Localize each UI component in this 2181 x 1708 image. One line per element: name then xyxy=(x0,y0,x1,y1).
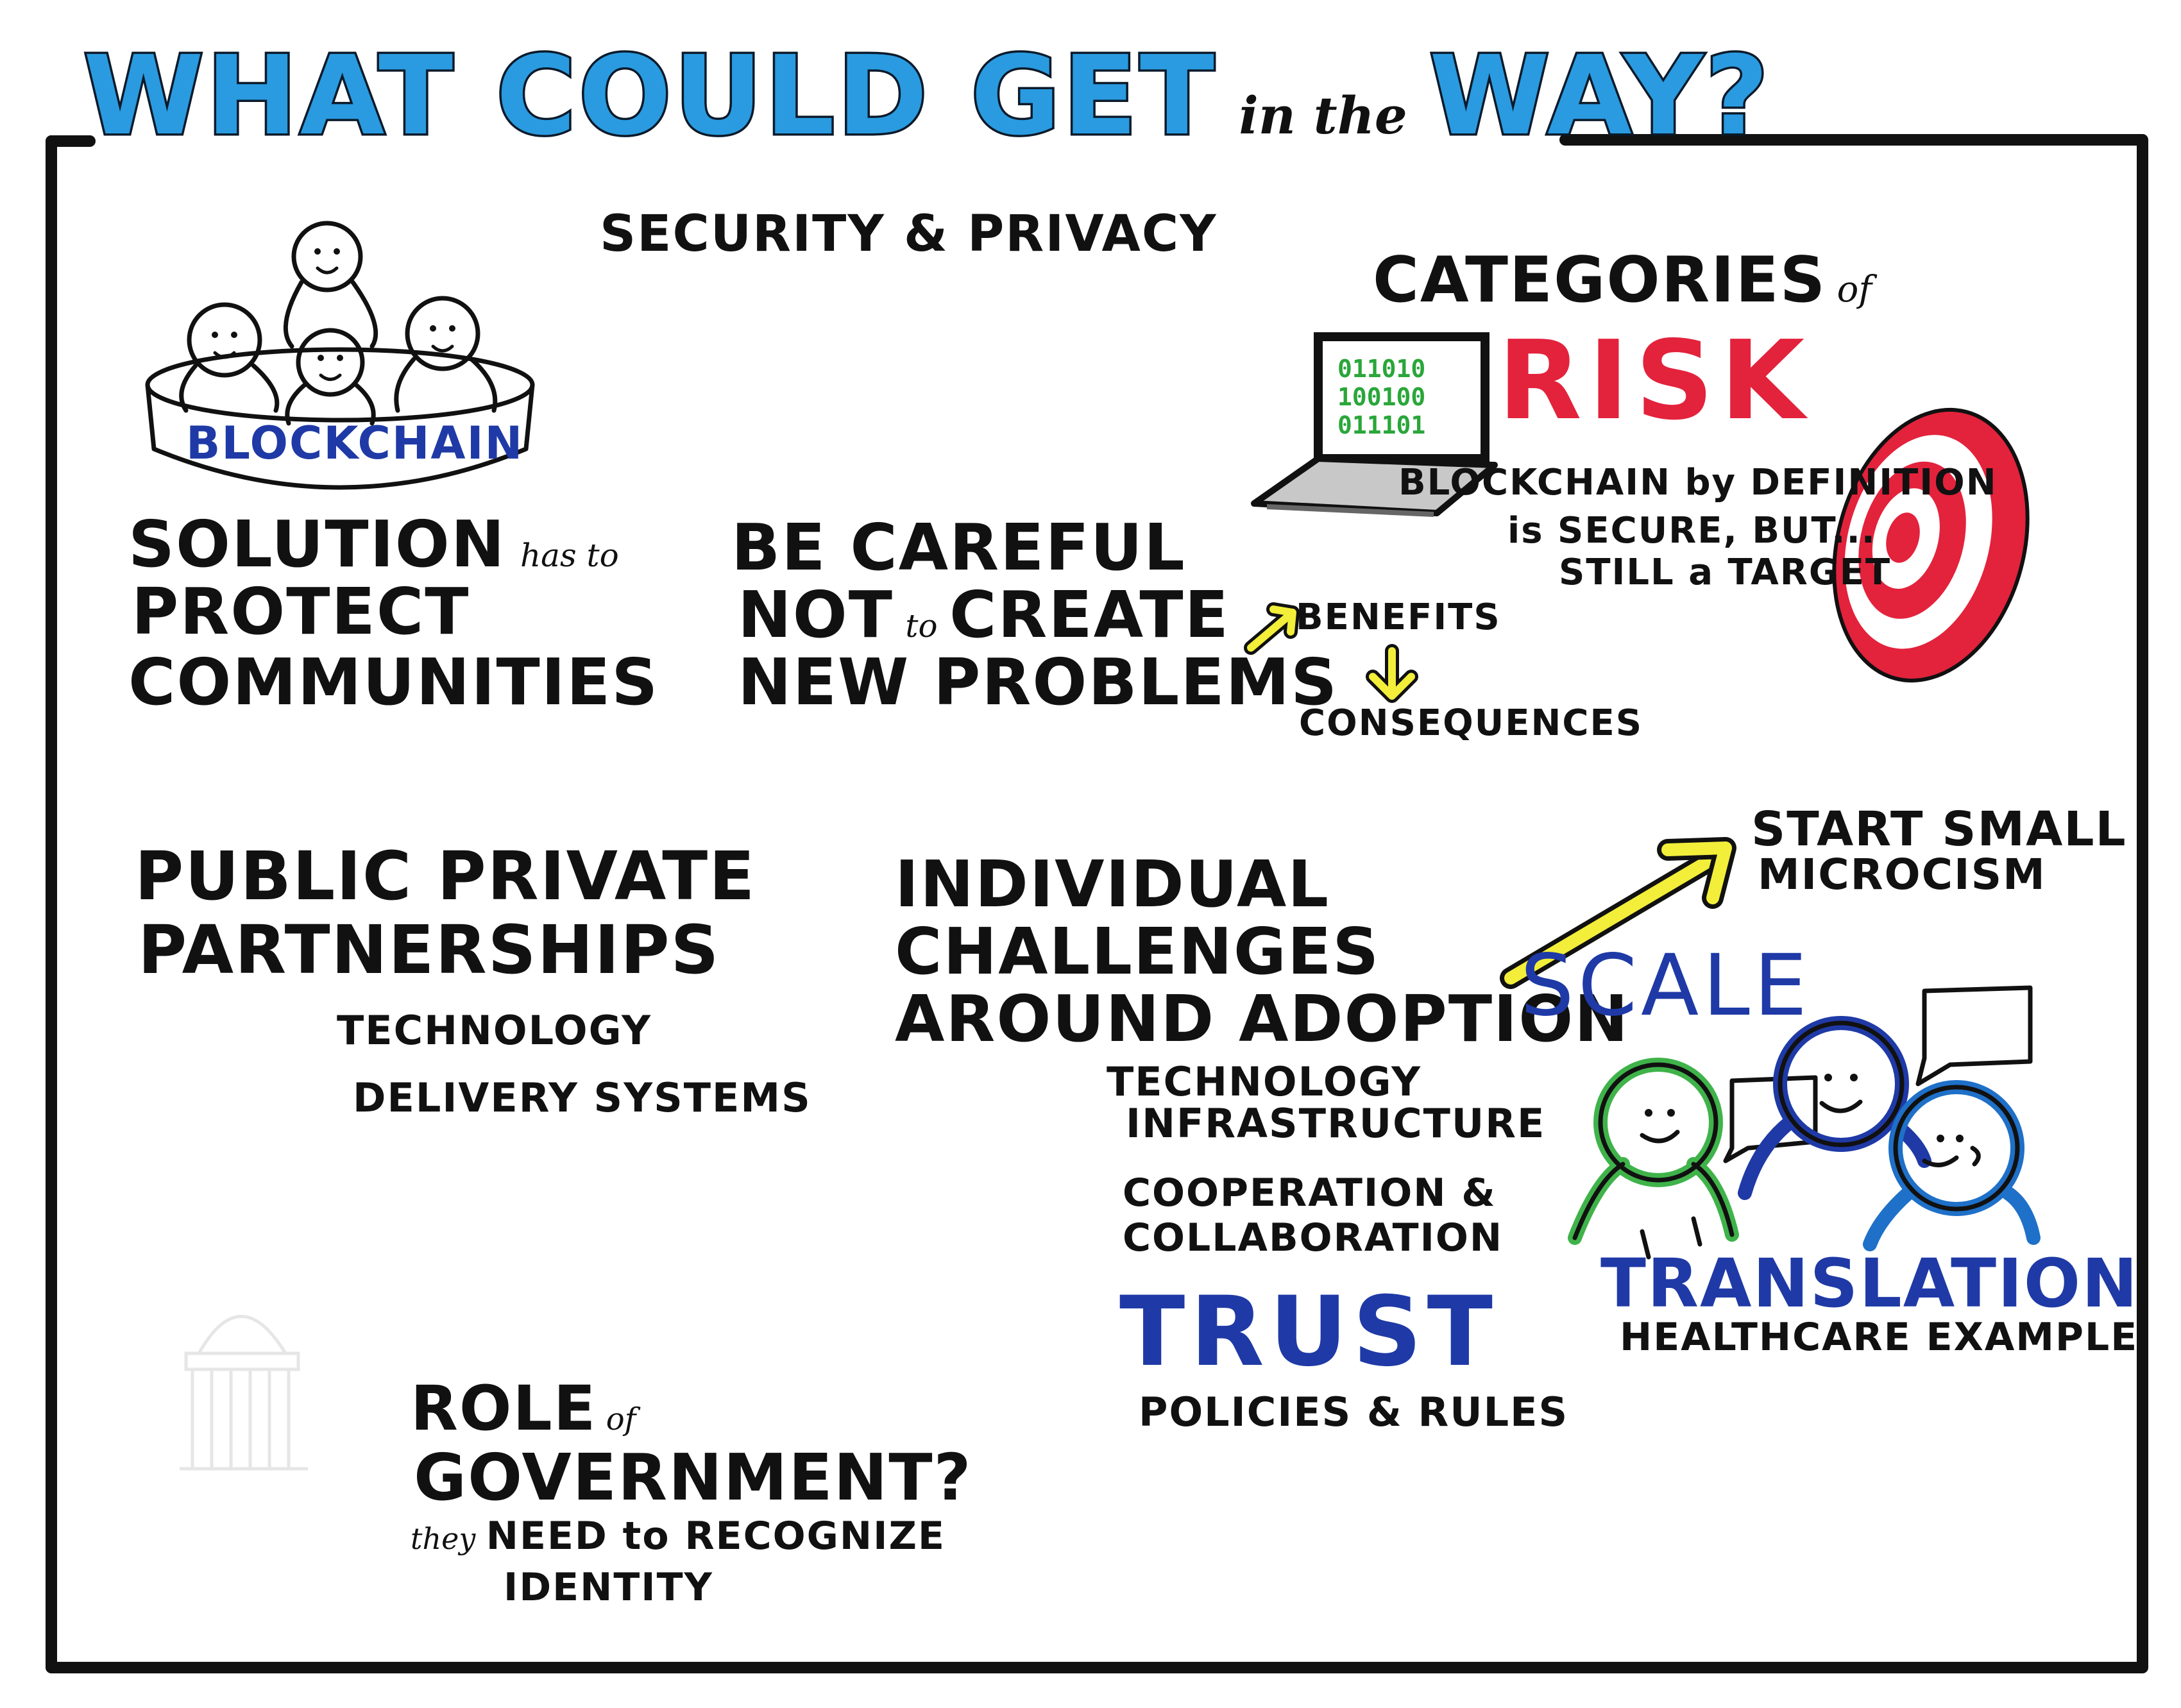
collaboration-line: COLLABORATION xyxy=(1123,1215,1504,1260)
challenges-line: CHALLENGES xyxy=(895,914,1380,989)
solution-word: SOLUTION xyxy=(128,507,506,582)
government-word: GOVERNMENT? xyxy=(414,1440,972,1515)
of-word-small: of xyxy=(606,1401,636,1437)
has-to-text: has to xyxy=(520,537,619,574)
role-word: ROLE xyxy=(411,1373,597,1444)
healthcare-example-line: HEALTHCARE EXAMPLE xyxy=(1620,1315,2139,1360)
trust-word: TRUST xyxy=(1119,1276,1498,1388)
individual-line: INDIVIDUAL xyxy=(895,847,1330,922)
title-part-3: WAY? xyxy=(1427,31,1772,162)
new-problems-line: NEW PROBLEMS xyxy=(738,645,1339,720)
technology-line: TECHNOLOGY xyxy=(1107,1058,1422,1105)
blockchain-banner: BLOCKCHAIN xyxy=(186,417,524,469)
translation-word: TRANSLATION xyxy=(1600,1244,2139,1323)
recognize-line: they NEED to RECOGNIZE xyxy=(411,1514,946,1559)
categories-heading: CATEGORIES of xyxy=(1373,244,1872,317)
risk-word: RISK xyxy=(1498,317,1812,444)
binary-line: 011101 xyxy=(1337,411,1426,439)
security-privacy-heading: SECURITY & PRIVACY xyxy=(600,205,1218,263)
consequences-text: CONSEQUENCES xyxy=(1299,702,1643,744)
to-word: to xyxy=(905,607,938,645)
role-of-line: ROLE of xyxy=(411,1373,636,1444)
infrastructure-line: INFRASTRUCTURE xyxy=(1126,1100,1546,1147)
page-title: WHAT COULD GET in the WAY? xyxy=(81,26,1772,167)
risk-note-line-1: BLOCKCHAIN by DEFINITION xyxy=(1398,462,1998,503)
cooperation-line: COOPERATION & xyxy=(1123,1171,1497,1215)
policies-rules-line: POLICIES & RULES xyxy=(1139,1389,1569,1435)
communities-word: COMMUNITIES xyxy=(128,645,659,720)
public-private-line: PUBLIC PRIVATE xyxy=(135,837,756,915)
they-word: they xyxy=(411,1521,476,1556)
protect-word: PROTECT xyxy=(132,574,470,649)
of-word: of xyxy=(1837,269,1872,310)
be-careful-line: BE CAREFUL xyxy=(731,510,1186,585)
title-part-2: in the xyxy=(1239,85,1407,146)
not-word: NOT xyxy=(738,577,894,652)
identity-line: IDENTITY xyxy=(504,1565,713,1610)
partnerships-line: PARTNERSHIPS xyxy=(138,911,720,989)
create-word: CREATE xyxy=(949,577,1230,652)
around-adoption-line: AROUND ADOPTION xyxy=(895,981,1629,1056)
binary-code-screen: 011010 100100 011101 xyxy=(1337,355,1425,439)
start-small-line: START SMALL xyxy=(1751,802,2127,857)
binary-line: 100100 xyxy=(1337,383,1426,411)
binary-line: 011010 xyxy=(1337,355,1426,383)
categories-word: CATEGORIES xyxy=(1373,244,1827,317)
benefits-text: BENEFITS xyxy=(1296,596,1501,638)
title-part-1: WHAT COULD GET xyxy=(81,31,1217,162)
not-to-create-line: NOT to CREATE xyxy=(738,577,1230,652)
risk-note-line-2: is SECURE, BUT... xyxy=(1507,510,1876,552)
technology-sub: TECHNOLOGY xyxy=(337,1007,652,1054)
risk-note-line-3: STILL a TARGET xyxy=(1559,552,1892,593)
scale-word: SCALE xyxy=(1520,936,1812,1035)
need-to-recognize: NEED to RECOGNIZE xyxy=(486,1514,946,1559)
solution-line-1: SOLUTION has to xyxy=(128,507,619,582)
delivery-systems-sub: DELIVERY SYSTEMS xyxy=(353,1074,811,1121)
microcism-line: MICROCISM xyxy=(1758,850,2046,899)
